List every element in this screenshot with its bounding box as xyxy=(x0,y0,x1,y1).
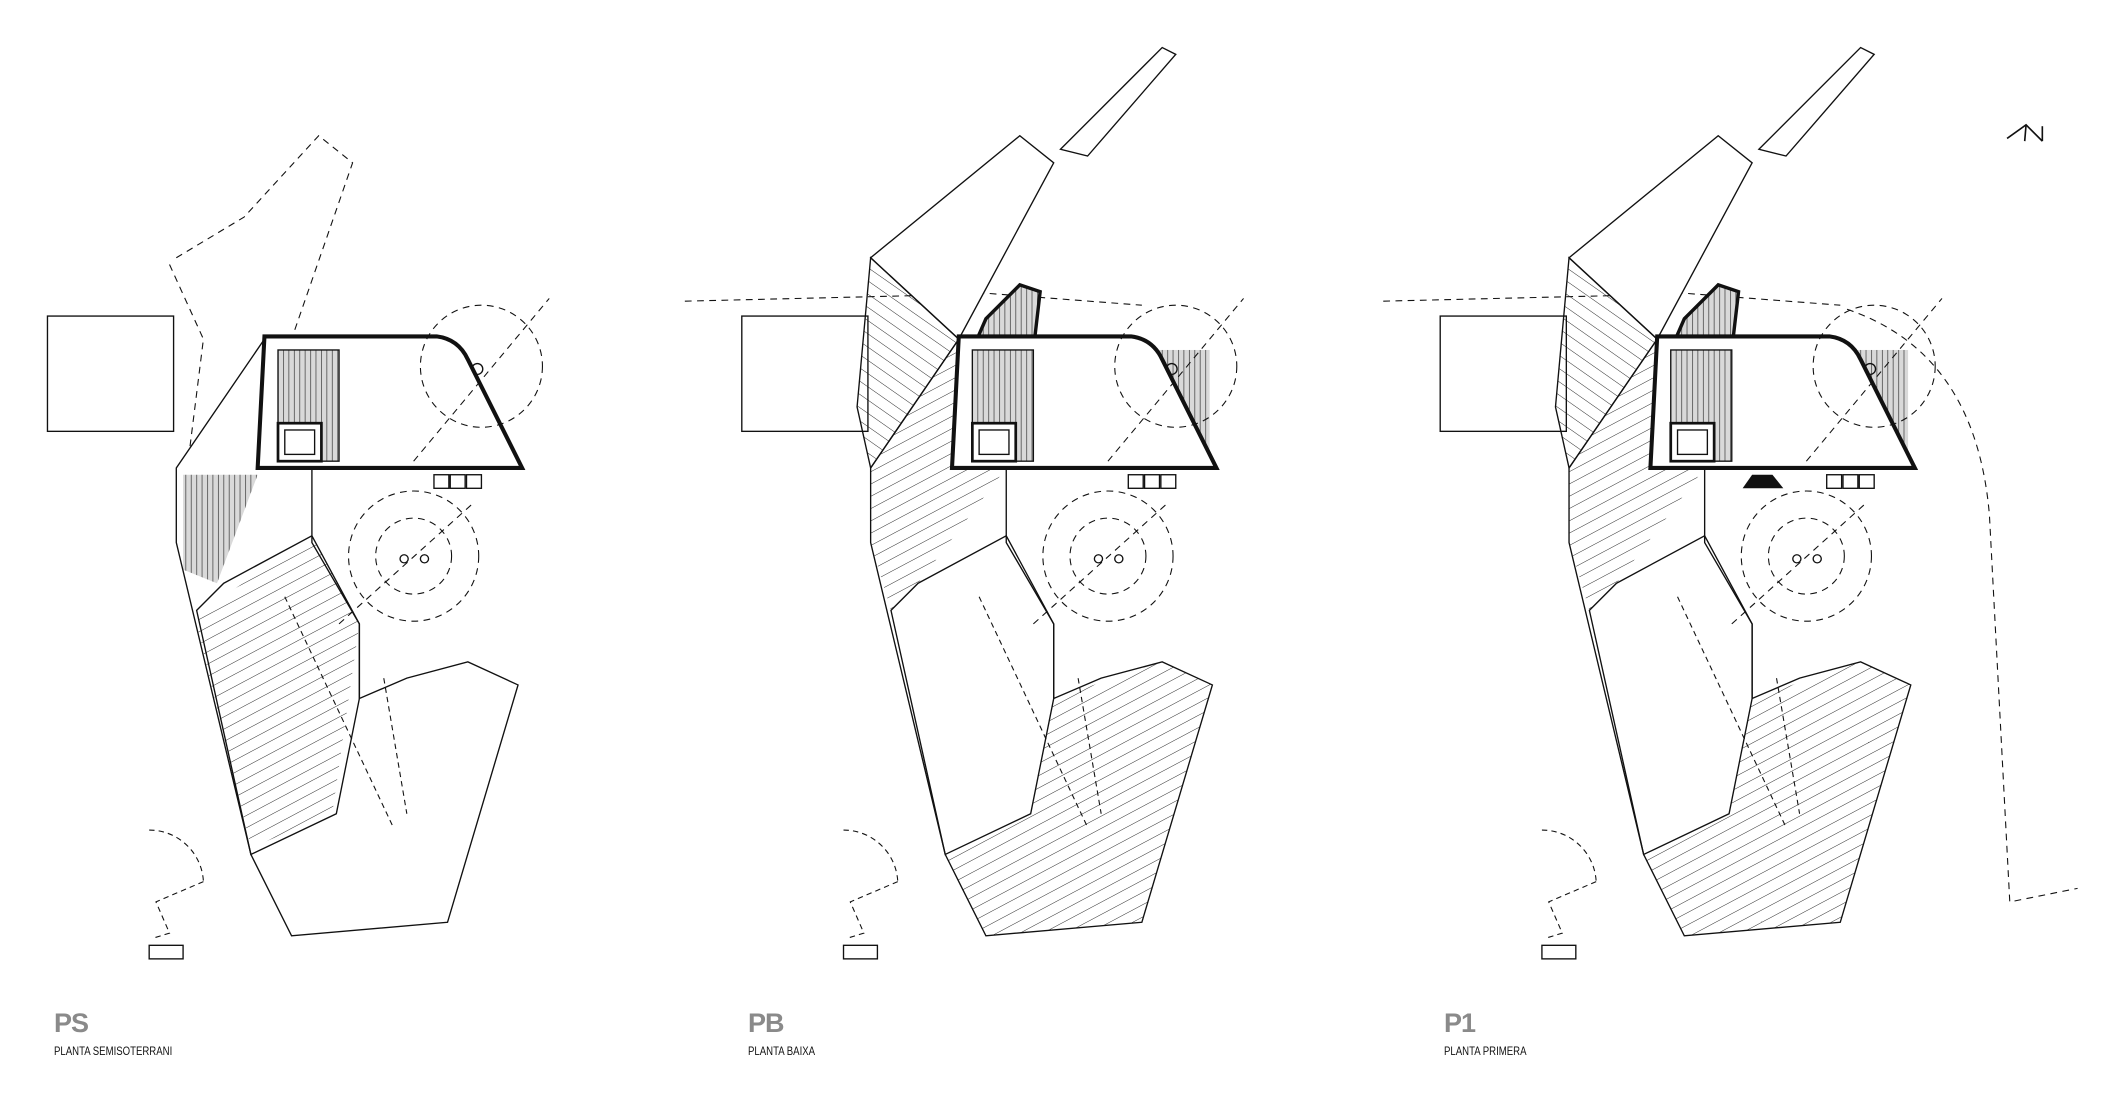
plan-name-ps: PLANTA SEMISOTERRANI xyxy=(54,1044,173,1058)
plan-p1 xyxy=(1383,46,2078,959)
plan-code-ps: PS xyxy=(54,1008,89,1038)
plan-ps xyxy=(47,134,549,959)
plan-pb xyxy=(684,46,1244,959)
plan-code-pb: PB xyxy=(748,1008,785,1038)
north-arrow-icon xyxy=(2006,123,2044,142)
plan-name-pb: PLANTA BAIXA xyxy=(748,1044,816,1058)
plan-name-p1: PLANTA PRIMERA xyxy=(1444,1044,1527,1058)
plan-code-p1: P1 xyxy=(1444,1008,1476,1038)
